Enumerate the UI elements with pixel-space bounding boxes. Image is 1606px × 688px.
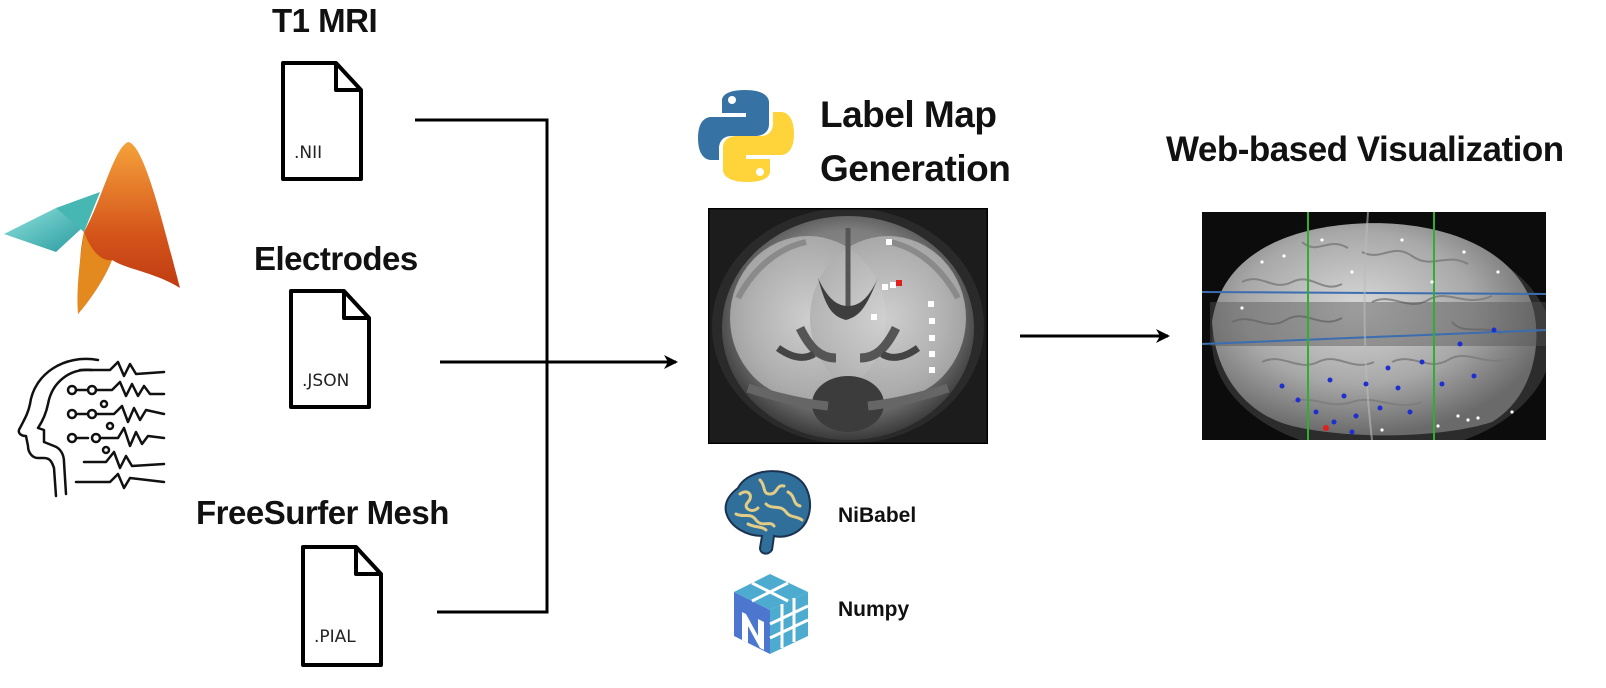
electrode-marker	[929, 351, 935, 357]
connector-mri	[415, 118, 549, 362]
input-title-t1-mri: T1 MRI	[272, 2, 378, 39]
electrode-marker	[890, 282, 896, 288]
electrode-marker	[886, 239, 892, 245]
mri-label-map-image	[708, 208, 988, 444]
electrode-marker	[882, 284, 888, 290]
label-map-title-line1: Label Map	[820, 94, 997, 135]
electrode-points-white	[1240, 238, 1514, 432]
electrode-marker	[929, 335, 935, 341]
file-icon-pial: .PIAL	[300, 544, 384, 668]
file-ext-nii: .NII	[294, 143, 322, 163]
python-logo-icon	[698, 90, 794, 182]
matlab-logo-icon	[4, 142, 180, 314]
file-ext-json: .JSON	[302, 371, 349, 391]
electrode-marker	[928, 301, 934, 307]
brain-icon	[724, 470, 811, 555]
connector-mesh	[437, 362, 549, 614]
electrode-marker-active	[896, 280, 902, 286]
input-title-electrodes: Electrodes	[254, 240, 418, 277]
file-icon-json: .JSON	[288, 288, 372, 410]
input-title-freesurfer-mesh: FreeSurfer Mesh	[196, 494, 449, 531]
file-icon-nii: .NII	[280, 60, 364, 182]
file-ext-pial: .PIAL	[314, 627, 356, 647]
neural-head-icon	[17, 357, 166, 498]
electrode-marker	[871, 314, 877, 320]
brain-3d-visualization	[1202, 212, 1546, 440]
electrode-point-red	[1323, 425, 1329, 431]
electrode-marker	[929, 367, 935, 373]
electrode-markers	[871, 239, 935, 373]
electrode-marker	[929, 318, 935, 324]
library-label-numpy: Numpy	[838, 598, 910, 621]
visualization-title: Web-based Visualization	[1166, 130, 1564, 169]
library-label-nibabel: NiBabel	[838, 504, 917, 527]
electrode-points-blue	[1279, 327, 1497, 435]
label-map-title: Label Map Generation	[820, 88, 1011, 196]
label-map-title-line2: Generation	[820, 148, 1011, 189]
numpy-cube-icon	[734, 574, 809, 654]
